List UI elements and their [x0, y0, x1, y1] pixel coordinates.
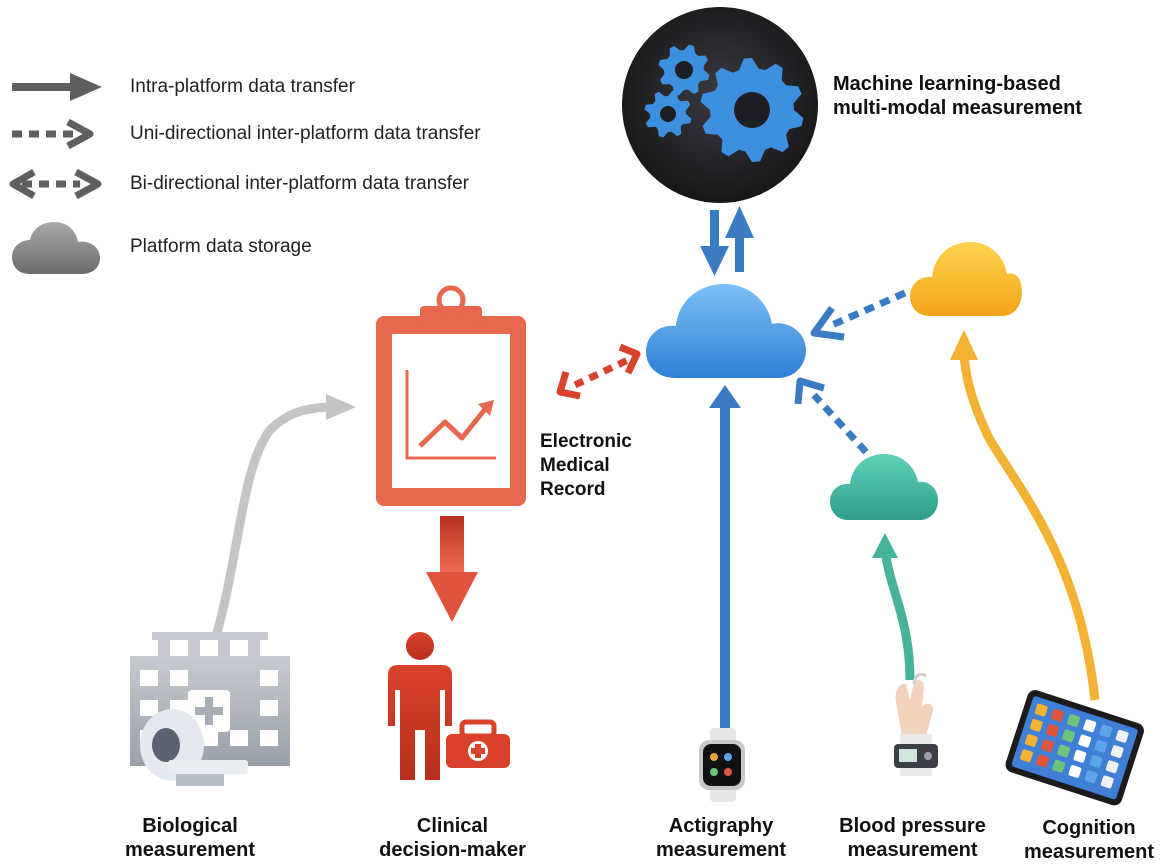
tablet-app-icon	[1068, 765, 1082, 778]
actigraphy-to-central-arrow	[709, 385, 741, 732]
gear-hole	[660, 106, 676, 122]
tablet-app-icon	[1041, 739, 1054, 753]
smartwatch-icon	[699, 728, 745, 802]
hospital-window	[170, 670, 188, 686]
legend	[9, 73, 102, 274]
tablet-app-icon	[1094, 739, 1108, 753]
tablet-app-icon	[1050, 708, 1064, 722]
hospital-window	[260, 730, 278, 746]
actigraphy-label-line2: measurement	[655, 839, 787, 861]
emr-central-bidirectional-arrow	[556, 343, 641, 400]
central-cloud-icon	[646, 284, 806, 378]
ml-label-line1: Machine learning-based	[833, 73, 1061, 95]
tablet-app-icon	[1057, 744, 1071, 758]
gear-hole	[675, 61, 693, 79]
tablet-app-icon	[1046, 724, 1059, 737]
tablet-app-icon	[1052, 759, 1066, 773]
emr-label-line3: Record	[540, 479, 606, 500]
tablet-app-icon	[1084, 770, 1098, 784]
blood-pressure-monitor-icon	[894, 672, 938, 776]
legend-intra-label: Intra-platform data transfer	[130, 76, 355, 97]
tablet-app-icon	[1115, 729, 1129, 743]
legend-bidirectional-arrow-icon	[9, 168, 102, 200]
hospital-mri-icon	[130, 632, 290, 786]
hospital-window	[230, 730, 248, 746]
blood-pressure-label-line1: Blood pressure	[839, 815, 986, 837]
legend-solid-arrow-icon	[12, 73, 102, 101]
teal-to-central-dotted-arrow	[794, 377, 869, 455]
emr-clipboard-icon	[376, 285, 526, 506]
cognition-label-line2: measurement	[1023, 841, 1155, 863]
legend-cloud-icon	[12, 222, 100, 274]
tablet-app-icon	[1110, 745, 1124, 758]
clinical-label-line2: decision-maker	[379, 839, 526, 861]
emr-label-line1: Electronic	[540, 431, 632, 452]
emr-label: Electronic Medical Record	[540, 430, 632, 502]
hospital-window	[260, 700, 278, 716]
legend-dotted-arrow-icon	[12, 118, 94, 150]
ml-label-line2: multi-modal measurement	[833, 97, 1082, 119]
clinical-label-line1: Clinical	[416, 815, 489, 837]
hospital-window	[140, 640, 158, 656]
yellow-to-central-dotted-arrow	[810, 289, 907, 341]
legend-storage-label: Platform data storage	[130, 236, 312, 257]
tablet-app-icon	[1089, 755, 1103, 768]
yellow-cloud-icon	[910, 242, 1022, 316]
gears-icon	[644, 44, 804, 162]
tablet-app-icon	[1078, 734, 1092, 748]
hospital-window	[230, 640, 248, 656]
emr-label-line2: Medical	[540, 455, 610, 476]
hospital-window	[140, 700, 158, 716]
tablet-to-yellow-arrow	[950, 330, 1100, 701]
tablet-app-icon	[1029, 718, 1043, 732]
legend-bi-label: Bi-directional inter-platform data trans…	[130, 173, 469, 194]
tablet-app-icon	[1067, 714, 1080, 727]
emr-to-clinician-arrow	[426, 516, 478, 622]
tablet-app-icon	[1100, 775, 1114, 789]
actigraphy-label-line1: Actigraphy	[668, 815, 774, 837]
blood-pressure-label-line2: measurement	[847, 839, 978, 861]
tablet-app-icon	[1034, 703, 1048, 717]
bp-to-teal-arrow	[872, 533, 915, 681]
tablet-app-icon	[1105, 760, 1119, 774]
cognition-label: Cognition measurement	[1009, 816, 1169, 864]
tablet-app-icon	[1036, 754, 1049, 768]
gear-hole	[734, 92, 770, 128]
hospital-window	[260, 670, 278, 686]
hospital-window	[260, 640, 278, 656]
biological-label-line1: Biological	[142, 815, 238, 837]
tablet-app-icon	[1099, 724, 1113, 738]
tablet-icon	[1005, 690, 1144, 806]
teal-cloud-icon	[830, 454, 938, 520]
tablet-app-icon	[1073, 749, 1087, 763]
legend-uni-label: Uni-directional inter-platform data tran…	[130, 123, 481, 144]
tablet-app-icon	[1083, 719, 1097, 733]
ml-cloud-exchange-arrows	[700, 206, 754, 276]
hospital-window	[200, 640, 218, 656]
tablet-app-icon	[1019, 749, 1033, 763]
clinical-label: Clinical decision-maker	[360, 814, 545, 862]
blood-pressure-label: Blood pressure measurement	[820, 814, 1005, 862]
clinician-icon	[388, 632, 510, 780]
actigraphy-label: Actigraphy measurement	[632, 814, 810, 862]
tablet-app-icon	[1024, 734, 1038, 747]
hospital-window	[140, 670, 158, 686]
biological-label-line2: measurement	[124, 839, 256, 861]
tablet-app-icon	[1062, 729, 1076, 743]
cognition-label-line1: Cognition	[1042, 817, 1136, 839]
ml-label: Machine learning-based multi-modal measu…	[833, 72, 1082, 120]
hospital-to-emr-arrow	[207, 394, 356, 652]
biological-label: Biological measurement	[105, 814, 275, 862]
hospital-window	[170, 640, 188, 656]
hospital-window	[200, 730, 218, 746]
